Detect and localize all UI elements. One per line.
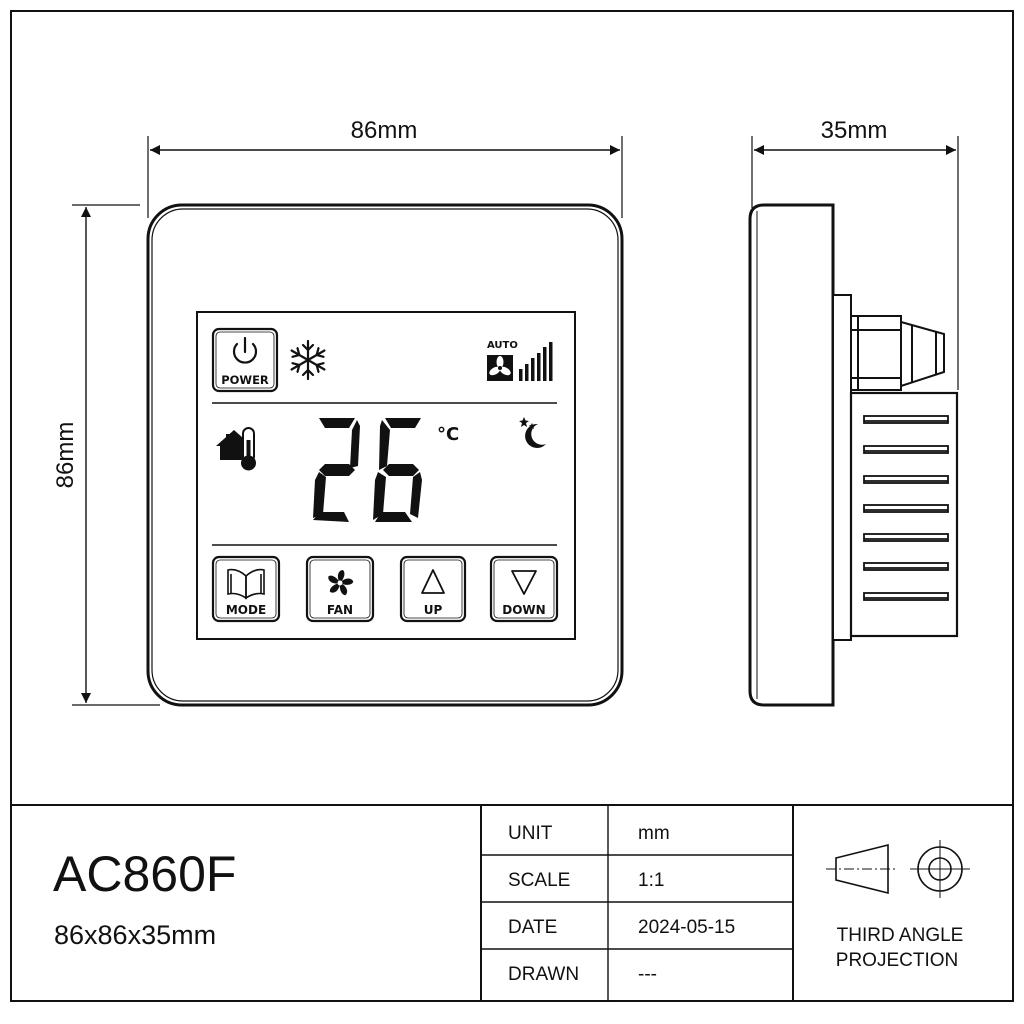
down-button-label: DOWN — [502, 603, 545, 617]
temperature-unit: °C — [437, 424, 459, 445]
auto-fan-indicator: AUTO — [487, 340, 553, 381]
title-block: AC860F 86x86x35mm UNIT mm SCALE 1:1 DATE… — [53, 805, 970, 1001]
book-icon — [227, 568, 265, 600]
mode-button[interactable]: MODE — [211, 555, 281, 623]
fan-box-blades — [489, 356, 511, 376]
front-view: 86mm 86mm POWER — [52, 117, 624, 707]
digit-6 — [373, 418, 422, 522]
mode-button-label: MODE — [226, 603, 266, 617]
power-button-label: POWER — [221, 373, 269, 387]
up-arrow-icon — [421, 569, 445, 594]
row-date-label: DATE — [508, 917, 557, 938]
sleep-moon-icon — [519, 417, 546, 448]
drawing-frame — [10, 10, 1014, 1002]
fan-button[interactable]: FAN — [305, 555, 375, 623]
row-scale-label: SCALE — [508, 870, 570, 891]
snowflake-icon — [290, 339, 326, 381]
power-button[interactable]: POWER — [211, 327, 279, 393]
side-view: 35mm — [748, 117, 959, 707]
width-label: 86mm — [351, 117, 418, 144]
model-name: AC860F — [53, 846, 236, 902]
auto-label: AUTO — [487, 340, 518, 351]
row-drawn-value: --- — [638, 964, 657, 985]
device-bezel — [151, 208, 619, 702]
third-angle-projection-symbol — [826, 840, 970, 898]
height-dimension: 86mm — [52, 204, 160, 706]
depth-dimension: 35mm — [751, 117, 959, 390]
fan-button-label: FAN — [327, 603, 353, 617]
row-date-value: 2024-05-15 — [638, 917, 735, 938]
height-label: 86mm — [52, 422, 79, 489]
width-dimension: 86mm — [147, 117, 623, 218]
fan-speed-bars — [519, 342, 553, 381]
projection-line-1: THIRD ANGLE — [837, 925, 964, 946]
temperature-display: 26 °C — [313, 418, 459, 522]
fan-icon — [328, 570, 354, 596]
side-rear-body — [832, 294, 852, 641]
side-front-plate — [748, 203, 835, 707]
side-terminal-screws — [863, 415, 949, 601]
home-thermometer-icon — [216, 427, 256, 471]
row-unit-label: UNIT — [508, 823, 553, 844]
up-button-label: UP — [424, 603, 443, 617]
digit-2 — [313, 418, 360, 522]
down-arrow-icon — [511, 570, 537, 595]
up-button[interactable]: UP — [399, 555, 467, 623]
row-drawn-label: DRAWN — [508, 964, 579, 985]
side-connector — [850, 315, 945, 391]
down-button[interactable]: DOWN — [489, 555, 559, 623]
model-size: 86x86x35mm — [54, 920, 216, 950]
row-unit-value: mm — [638, 823, 670, 844]
row-scale-value: 1:1 — [638, 870, 664, 891]
projection-line-2: PROJECTION — [836, 950, 958, 971]
depth-label: 35mm — [821, 117, 888, 144]
power-icon — [232, 336, 258, 364]
